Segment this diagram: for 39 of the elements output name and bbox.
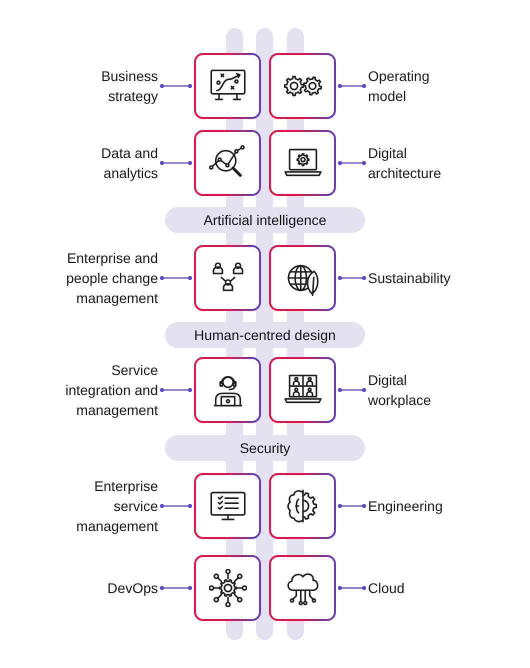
- icon-card: [194, 245, 261, 311]
- category-label: Cloud: [368, 578, 406, 598]
- leader-line: [338, 388, 366, 392]
- category-label: Engineering: [368, 496, 444, 516]
- icon-card: [269, 245, 336, 311]
- leader-line: [160, 388, 192, 392]
- leader-line: [160, 276, 192, 280]
- category-label: Operating model: [368, 66, 431, 106]
- theme-band: Human-centred design: [165, 322, 365, 348]
- leader-line: [160, 161, 192, 165]
- leader-line: [338, 504, 366, 508]
- category-label: Sustainability: [368, 268, 452, 288]
- icon-card: [269, 555, 336, 621]
- category-label: Enterprise service management: [75, 476, 158, 536]
- category-label: Service integration and management: [64, 360, 158, 420]
- leader-line: [160, 504, 192, 508]
- icon-card: [269, 130, 336, 196]
- icon-card: [194, 130, 261, 196]
- theme-band: Security: [165, 435, 365, 461]
- leader-line: [160, 84, 192, 88]
- leader-line: [338, 276, 366, 280]
- category-label: Digital architecture: [368, 143, 443, 183]
- category-label: Digital workplace: [368, 370, 433, 410]
- icon-card: [269, 53, 336, 119]
- category-label: Business strategy: [100, 66, 158, 106]
- icon-card: [194, 473, 261, 539]
- icon-card: [194, 357, 261, 423]
- theme-band: Artificial intelligence: [165, 207, 365, 233]
- icon-card: [194, 53, 261, 119]
- category-label: Enterprise and people change management: [65, 248, 158, 308]
- icon-card: [269, 357, 336, 423]
- leader-line: [160, 586, 192, 590]
- leader-line: [338, 586, 366, 590]
- category-label: DevOps: [106, 578, 158, 598]
- leader-line: [338, 84, 366, 88]
- icon-card: [269, 473, 336, 539]
- icon-card: [194, 555, 261, 621]
- leader-line: [338, 161, 366, 165]
- category-label: Data and analytics: [100, 143, 158, 183]
